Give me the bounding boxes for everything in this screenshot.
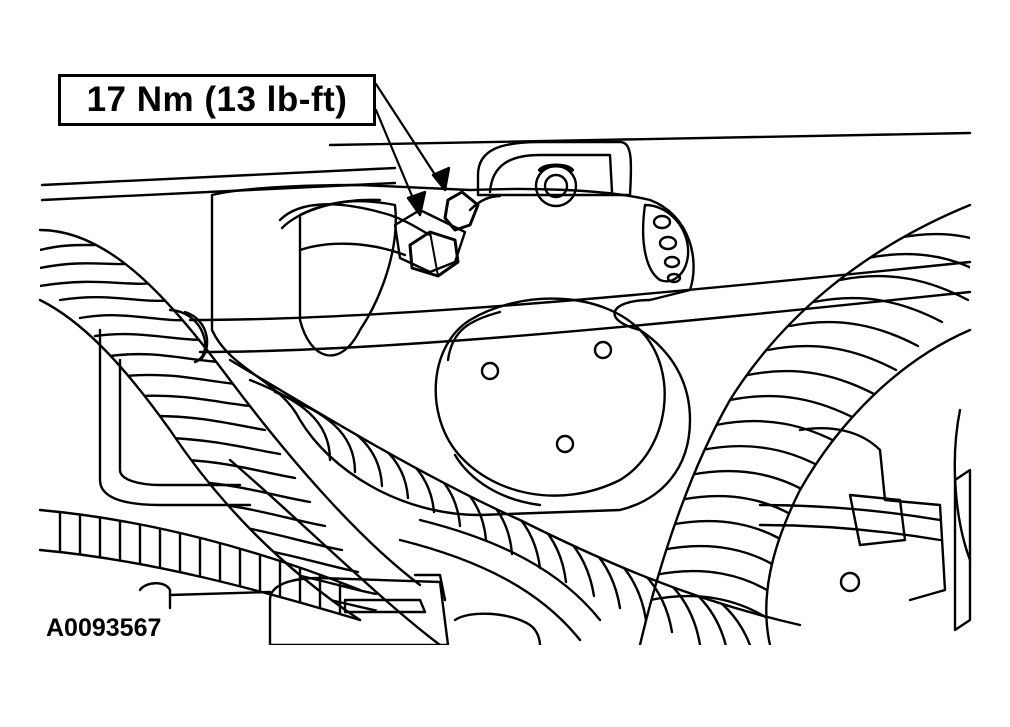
frame-line-upper [330,133,970,145]
clutch-bolt-2 [595,342,611,358]
right-hose-outline-2 [766,330,970,645]
right-bracket-inner [850,495,905,545]
leader-line-1 [376,84,445,190]
lower-tab [415,575,445,600]
mount-block [478,142,631,195]
torque-callout-label: 17 Nm (13 lb-ft) [86,80,348,119]
center-hose-outline-2 [230,460,440,645]
far-right-fitting [955,470,970,630]
compressor-inner-outline-2 [282,200,380,228]
lower-wire-bottom [40,550,360,620]
clutch-plate-rim-2 [455,455,540,505]
arrowhead-1 [433,168,449,190]
mount-bolt-outer [536,166,576,206]
mount-block-inner [490,155,612,192]
union-line [470,196,500,210]
small-bracket [140,583,170,608]
small-bracket-line [170,592,270,595]
clutch-plate-rim [448,312,500,360]
right-pipe-2 [760,525,940,540]
figure-id: A0093567 [44,614,164,643]
frame-line-mid [42,168,395,185]
bracket-bolt [841,573,859,591]
side-port-hole-2 [660,237,676,249]
clutch-bolt-3 [557,436,573,452]
crossing-tube-bottom [200,292,970,352]
refrigerant-line-lower [300,244,405,255]
compressor-inner-outline [300,201,396,355]
lower-connector-slot [345,600,425,612]
side-port-hole-1 [654,216,670,228]
arrowhead-2 [408,192,425,215]
left-bracket-outline [100,330,250,505]
tube-end-ring [185,312,207,360]
clutch-plate [436,299,665,496]
lower-connector [270,578,448,645]
lower-hose-stub [455,614,540,645]
right-bracket [800,428,945,600]
refrigerant-line [280,204,430,235]
mount-bolt-shadow [540,166,572,171]
torque-callout-box: 17 Nm (13 lb-ft) [58,74,376,126]
mount-bolt-inner [545,175,567,197]
clutch-bolt-1 [482,363,498,379]
side-port-hole-4 [668,274,680,282]
far-right-edge [955,410,970,560]
side-port [643,205,688,281]
left-bracket-inner [120,360,240,485]
right-pipe [760,505,940,520]
hex-nut-face [430,232,438,276]
upper-fitting [445,192,478,230]
side-port-hole-3 [665,257,679,267]
tube-end-cap [170,310,205,362]
crossing-tube-top [190,262,970,320]
left-hose-outline [40,230,420,585]
